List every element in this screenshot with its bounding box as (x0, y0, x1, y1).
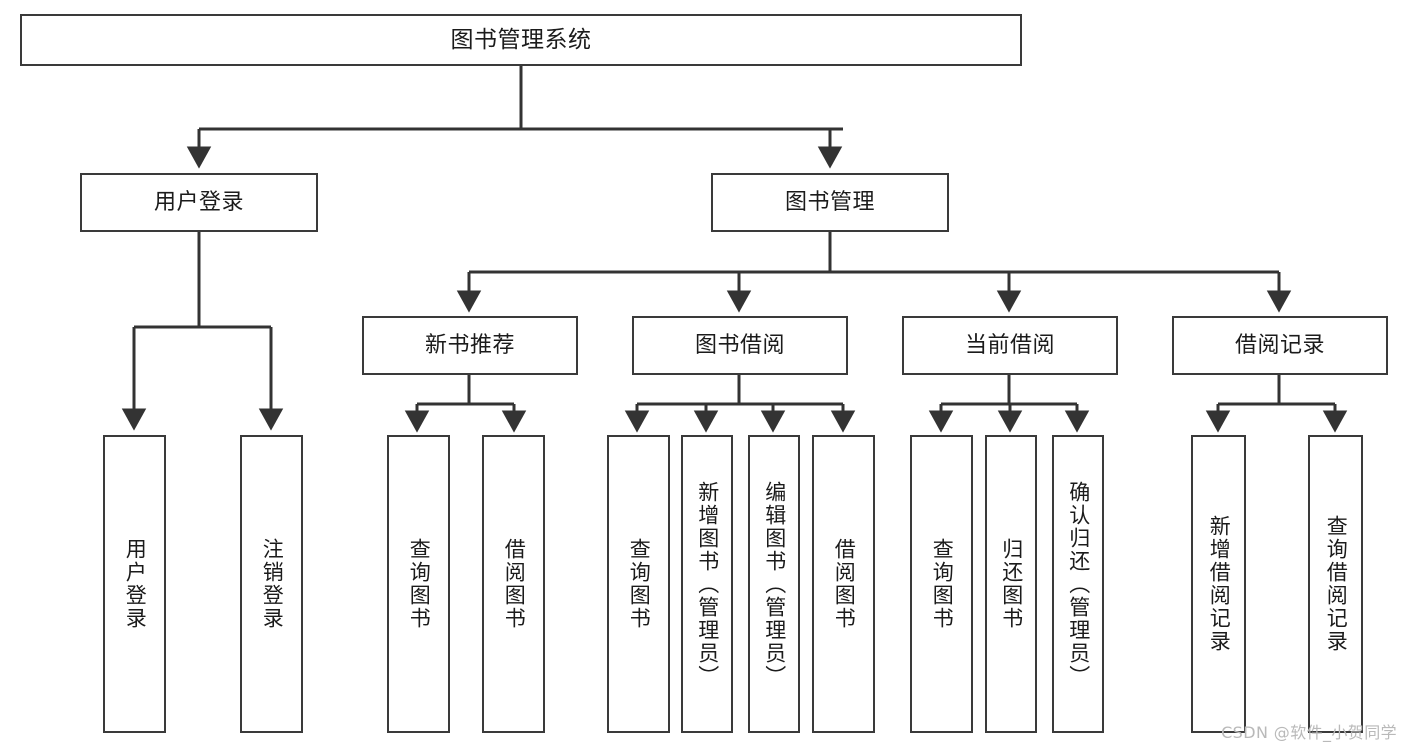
node-leaf-query-book-recommend[interactable]: 查询图书 (387, 435, 450, 733)
node-leaf-edit-book-admin[interactable]: 编辑图书（管理员） (748, 435, 800, 733)
node-leaf-add-book-admin[interactable]: 新增图书（管理员） (681, 435, 733, 733)
node-leaf-user-logout[interactable]: 注销登录 (240, 435, 303, 733)
node-borrow-record[interactable]: 借阅记录 (1172, 316, 1388, 375)
node-label: 图书管理系统 (450, 26, 592, 53)
node-leaf-confirm-return-admin[interactable]: 确认归还（管理员） (1052, 435, 1104, 733)
node-book-borrow[interactable]: 图书借阅 (632, 316, 848, 375)
node-label: 新书推荐 (424, 332, 515, 358)
node-label: 图书借阅 (694, 332, 785, 358)
node-new-book-recommend[interactable]: 新书推荐 (362, 316, 578, 375)
node-label: 借阅图书 (832, 538, 857, 630)
node-label: 借阅记录 (1234, 332, 1325, 358)
csdn-watermark: CSDN @软件_小贺同学 (1221, 723, 1397, 742)
node-label: 查询图书 (930, 538, 955, 630)
node-current-borrow[interactable]: 当前借阅 (902, 316, 1118, 375)
node-label: 当前借阅 (964, 332, 1055, 358)
node-book-manage[interactable]: 图书管理 (711, 173, 949, 232)
node-label: 新增借阅记录 (1207, 515, 1232, 653)
node-user-login[interactable]: 用户登录 (80, 173, 318, 232)
node-label: 查询借阅记录 (1324, 515, 1349, 653)
node-label: 注销登录 (260, 538, 285, 630)
node-leaf-user-login[interactable]: 用户登录 (103, 435, 166, 733)
node-leaf-query-book-borrow[interactable]: 查询图书 (607, 435, 670, 733)
node-leaf-borrow-book[interactable]: 借阅图书 (812, 435, 875, 733)
node-root-system[interactable]: 图书管理系统 (20, 14, 1022, 66)
node-label: 编辑图书（管理员） (762, 480, 787, 688)
node-leaf-query-book-current[interactable]: 查询图书 (910, 435, 973, 733)
node-leaf-query-borrow-record[interactable]: 查询借阅记录 (1308, 435, 1363, 733)
node-label: 确认归还（管理员） (1066, 480, 1091, 688)
node-label: 图书管理 (784, 189, 875, 215)
node-leaf-return-book[interactable]: 归还图书 (985, 435, 1037, 733)
node-label: 用户登录 (123, 538, 148, 630)
node-label: 借阅图书 (502, 538, 527, 630)
node-label: 归还图书 (999, 538, 1024, 630)
node-label: 查询图书 (627, 538, 652, 630)
node-label: 用户登录 (153, 189, 244, 215)
node-label: 查询图书 (407, 538, 432, 630)
node-leaf-borrow-book-recommend[interactable]: 借阅图书 (482, 435, 545, 733)
node-label: 新增图书（管理员） (695, 480, 720, 688)
node-leaf-add-borrow-record[interactable]: 新增借阅记录 (1191, 435, 1246, 733)
